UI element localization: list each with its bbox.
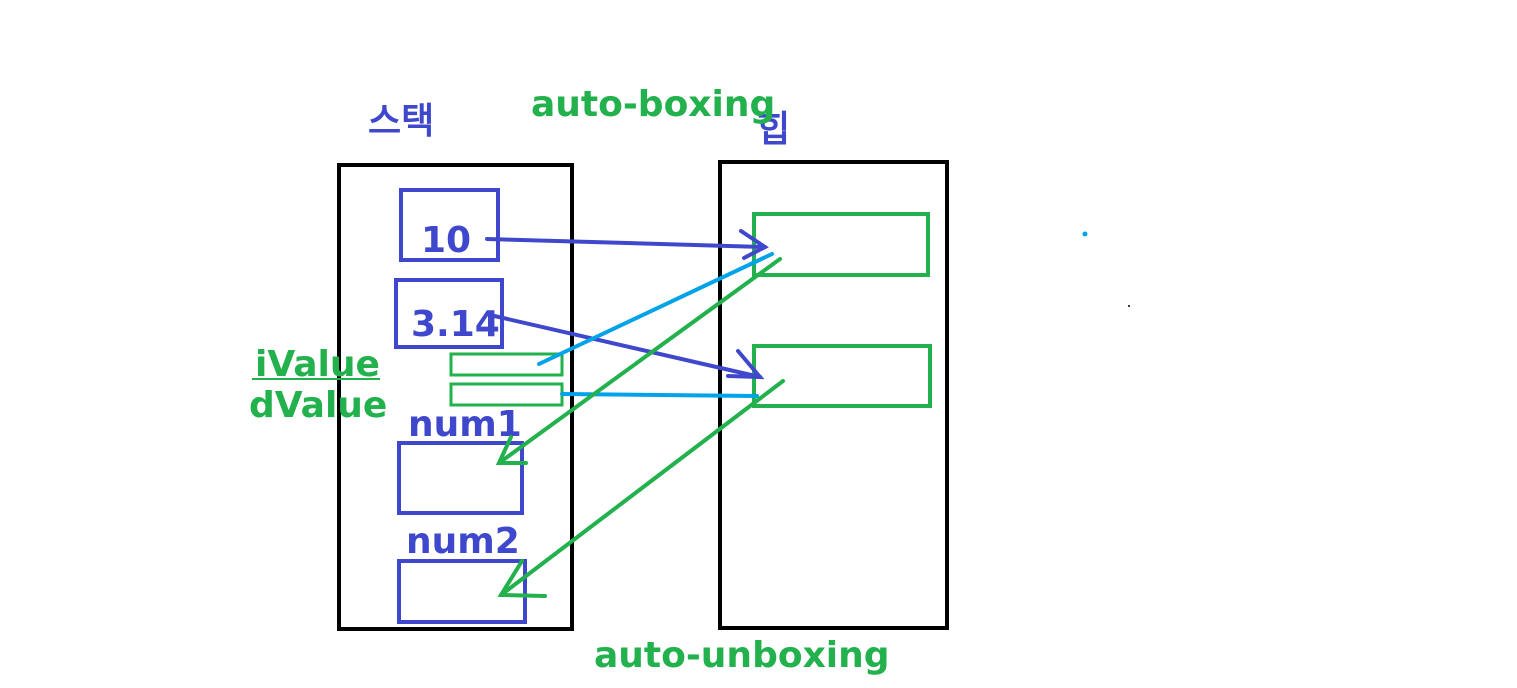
num1-label: num1: [408, 404, 522, 445]
int-value-text: 10: [421, 220, 471, 261]
boxing-arrow-int: [485, 229, 769, 260]
num2-label: num2: [406, 521, 520, 562]
auto-boxing-label: auto-boxing: [531, 84, 775, 125]
unboxing-arrow-double: [497, 379, 785, 598]
unboxing-arrow-int: [495, 257, 782, 465]
ivalue-reference-line: [537, 252, 774, 366]
heap-title: 힙: [757, 109, 790, 150]
auto-unboxing-label: auto-unboxing: [594, 635, 890, 676]
double-value-box: [394, 278, 504, 349]
dvalue-ref-box: [449, 382, 564, 407]
num2-box: [397, 559, 527, 624]
boxing-arrow-double: [488, 313, 765, 380]
double-value-text: 3.14: [411, 304, 500, 345]
heap-integer-object: [752, 212, 930, 277]
int-value-box: [399, 188, 500, 262]
stray-speck: [1128, 305, 1130, 307]
stack-title: 스택: [368, 101, 434, 142]
stray-dot: [1082, 231, 1088, 237]
num1-box: [397, 441, 524, 515]
heap-double-object: [752, 344, 932, 408]
stack-region: [337, 163, 574, 631]
ivalue-ref-box: [449, 352, 564, 377]
dvalue-label: dValue: [249, 385, 387, 426]
